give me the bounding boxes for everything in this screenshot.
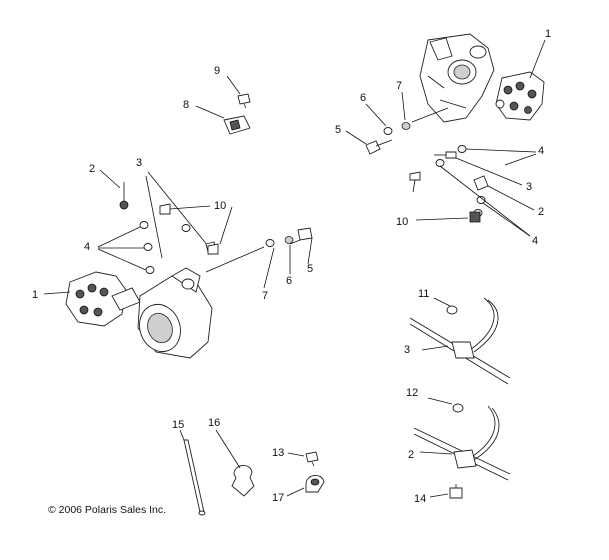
bolt-5-mid bbox=[289, 227, 313, 245]
callout-10-left: 10 bbox=[214, 200, 226, 212]
callout-4-top: 4 bbox=[538, 145, 544, 157]
caliper-bracket-top bbox=[419, 33, 495, 123]
callout-17: 17 bbox=[272, 492, 284, 504]
screw-3-top bbox=[434, 151, 457, 159]
callout-5-mid: 5 bbox=[307, 263, 313, 275]
callout-2-left: 2 bbox=[89, 163, 95, 175]
bolt-9 bbox=[237, 93, 251, 109]
pins-3-left bbox=[145, 171, 217, 259]
screw-13 bbox=[305, 451, 319, 467]
callout-4-left: 4 bbox=[84, 241, 90, 253]
callout-1-left: 1 bbox=[32, 289, 38, 301]
clamp-assembly-lower bbox=[413, 405, 511, 481]
callout-6-top: 6 bbox=[360, 92, 366, 104]
callout-8: 8 bbox=[183, 99, 189, 111]
washer-7-mid bbox=[265, 239, 275, 247]
washer-4-top-a bbox=[457, 145, 467, 153]
callout-2-right: 2 bbox=[408, 449, 414, 461]
callout-3-right: 3 bbox=[404, 344, 410, 356]
bolt-14 bbox=[449, 484, 463, 499]
caliper-bracket-left bbox=[137, 267, 213, 359]
washers-4-left bbox=[139, 221, 191, 274]
callout-3-top: 3 bbox=[526, 181, 532, 193]
callout-3-left: 3 bbox=[136, 157, 142, 169]
washer-12 bbox=[452, 403, 464, 413]
nut-7-top bbox=[401, 122, 411, 130]
brake-line-clip-2-left bbox=[119, 182, 129, 210]
clamp-17 bbox=[305, 475, 325, 493]
brake-caliper-top bbox=[495, 71, 545, 121]
callout-7-mid: 7 bbox=[262, 290, 268, 302]
callout-10-top: 10 bbox=[396, 216, 408, 228]
washer-6-top bbox=[383, 127, 393, 135]
callout-6-mid: 6 bbox=[286, 275, 292, 287]
callout-4-topb: 4 bbox=[532, 235, 538, 247]
bolt-5-top bbox=[365, 139, 393, 155]
callout-13: 13 bbox=[272, 447, 284, 459]
callout-5-top: 5 bbox=[335, 124, 341, 136]
callout-9: 9 bbox=[214, 65, 220, 77]
bracket-8 bbox=[223, 115, 251, 135]
washer-6-mid bbox=[284, 236, 294, 244]
brake-caliper-left bbox=[65, 271, 141, 327]
washer-4-top-b bbox=[435, 159, 445, 167]
bolt-10-top-a bbox=[409, 171, 421, 193]
callout-11: 11 bbox=[418, 288, 429, 300]
washer-4-top-c bbox=[476, 196, 486, 204]
bolt-10-top-b bbox=[469, 211, 481, 223]
callout-16: 16 bbox=[208, 417, 220, 429]
bolts-10-left bbox=[159, 203, 219, 255]
clip-16 bbox=[231, 465, 255, 497]
callout-12: 12 bbox=[406, 387, 418, 399]
callout-14: 14 bbox=[414, 493, 426, 505]
callout-1-top: 1 bbox=[545, 28, 551, 40]
callout-7-top: 7 bbox=[396, 80, 402, 92]
cable-tie-15 bbox=[183, 439, 206, 516]
copyright-notice: © 2006 Polaris Sales Inc. bbox=[48, 504, 166, 516]
callout-2-top: 2 bbox=[538, 206, 544, 218]
clip-2-top bbox=[473, 175, 489, 191]
callout-15: 15 bbox=[172, 419, 184, 431]
clamp-assembly-upper bbox=[409, 297, 511, 385]
